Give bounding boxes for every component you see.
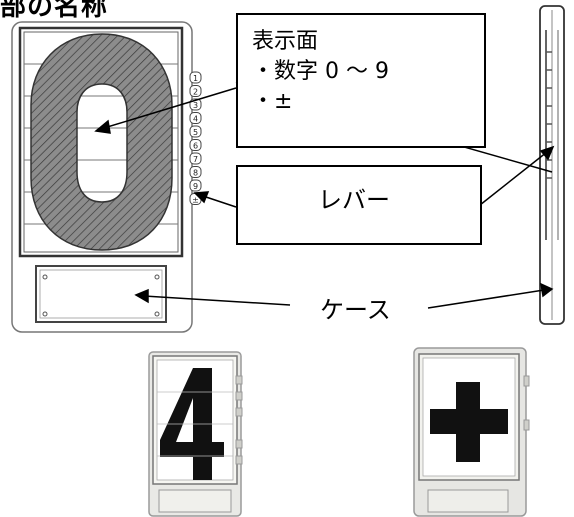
lever-tab [189,85,202,97]
example-plus-sign [430,382,508,462]
lever-label: レバー [318,186,390,214]
lever-tab-number: 4 [193,115,198,124]
lever-tab [189,139,202,151]
front-view: 1 2 3 4 5 6 7 8 9 ± [11,21,202,333]
lever-tab [189,152,202,165]
big-digit-zero [30,33,173,251]
lever-tab [189,166,202,178]
display-face-callout: 表示面 ・数字 0 〜 9 ・± [236,13,486,148]
lever-tab-number: 2 [193,88,198,97]
lever-tab-number: 8 [193,169,198,178]
display-face-item-sign: ・± [252,89,293,114]
example-digit-four [160,368,224,480]
lever-tab [189,71,202,84]
lever-tab [189,112,202,124]
display-face-item-digits: ・数字 0 〜 9 [252,59,389,84]
lever-tab-number: 5 [193,128,198,137]
case-label: ケース [320,296,391,324]
lever-tab-number: ± [192,196,199,205]
lever-tab-number: 3 [193,101,198,110]
example-panel-plus [413,347,530,517]
section-title: 部の名称 [0,0,109,22]
lever-tab-number: 7 [193,155,198,164]
side-view [539,5,565,325]
lever-tab [189,179,202,192]
lever-tab-number: 6 [193,142,198,151]
example-panel-4 [148,351,243,517]
display-face-title: 表示面 [252,29,319,54]
lever-tab [189,125,202,138]
lever-tab-number: 9 [193,182,198,191]
lever-tab-number: 1 [193,74,198,83]
lever-callout: レバー [236,165,482,245]
